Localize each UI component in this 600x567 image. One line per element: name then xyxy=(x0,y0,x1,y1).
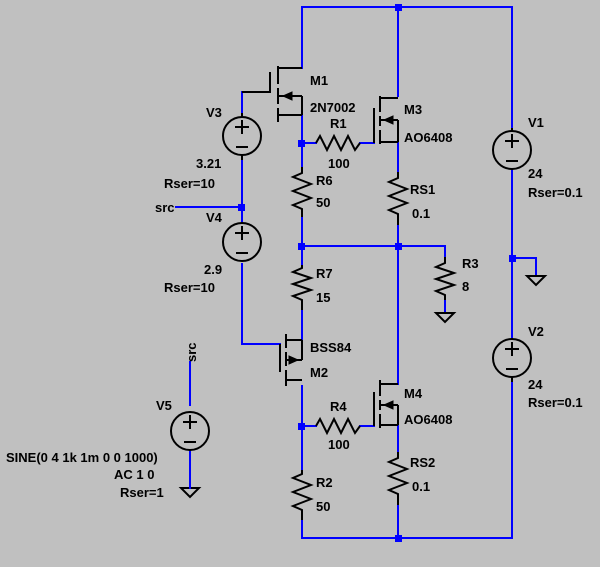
ground-symbol-mid xyxy=(524,275,548,287)
voltage-source-v3 xyxy=(222,113,262,160)
v4-value: 2.9 xyxy=(204,262,222,277)
mosfet-m1 xyxy=(242,66,303,122)
v1-rser: Rser=0.1 xyxy=(528,185,583,200)
r7-value: 15 xyxy=(316,290,330,305)
wires xyxy=(175,6,537,539)
v1-name: V1 xyxy=(528,115,544,130)
r7-name: R7 xyxy=(316,266,333,281)
m4-model: AO6408 xyxy=(404,412,452,427)
resistor-rs2 xyxy=(386,452,410,505)
v5-value: SINE(0 4 1k 1m 0 0 1000) xyxy=(6,450,158,465)
v4-rser: Rser=10 xyxy=(164,280,215,295)
ground-symbol-v5 xyxy=(178,487,202,499)
resistor-rs1 xyxy=(386,172,410,225)
rs1-name: RS1 xyxy=(410,182,435,197)
r6-value: 50 xyxy=(316,195,330,210)
v2-rser: Rser=0.1 xyxy=(528,395,583,410)
mosfet-m4 xyxy=(373,380,399,428)
resistor-r3 xyxy=(432,257,458,300)
voltage-source-v4 xyxy=(222,222,262,262)
ground-symbol-r3 xyxy=(433,312,457,324)
r3-value: 8 xyxy=(462,279,469,294)
resistor-r7 xyxy=(289,265,315,310)
m1-model: 2N7002 xyxy=(310,100,356,115)
m2-model: BSS84 xyxy=(310,340,352,355)
r3-name: R3 xyxy=(462,256,479,271)
v5-name: V5 xyxy=(156,398,172,413)
m2-name: M2 xyxy=(310,365,328,380)
r1-name: R1 xyxy=(330,116,347,131)
rs1-value: 0.1 xyxy=(412,206,430,221)
m3-model: AO6408 xyxy=(404,130,452,145)
junctions xyxy=(238,4,516,542)
v5-ac: AC 1 0 xyxy=(114,467,154,482)
resistor-r1 xyxy=(315,133,361,153)
rs2-value: 0.1 xyxy=(412,479,430,494)
v4-name: V4 xyxy=(206,210,223,225)
m4-name: M4 xyxy=(404,386,423,401)
resistor-r6 xyxy=(290,167,314,217)
v1-value: 24 xyxy=(528,166,543,181)
r4-value: 100 xyxy=(328,437,350,452)
resistor-r2 xyxy=(290,470,314,520)
v2-name: V2 xyxy=(528,324,544,339)
resistor-r4 xyxy=(315,416,361,436)
r1-value: 100 xyxy=(328,156,350,171)
mosfet-m2 xyxy=(279,334,303,386)
net-label-src: src xyxy=(155,200,175,215)
net-label-src-v5: src xyxy=(184,342,199,362)
r4-name: R4 xyxy=(330,399,347,414)
v3-value: 3.21 xyxy=(196,156,221,171)
voltage-source-v1 xyxy=(492,128,532,170)
v5-rser: Rser=1 xyxy=(120,485,164,500)
v2-value: 24 xyxy=(528,377,543,392)
r6-name: R6 xyxy=(316,173,333,188)
r2-name: R2 xyxy=(316,475,333,490)
voltage-source-v2 xyxy=(492,338,532,382)
v3-rser: Rser=10 xyxy=(164,176,215,191)
v3-name: V3 xyxy=(206,105,222,120)
m3-name: M3 xyxy=(404,102,422,117)
voltage-source-v5 xyxy=(170,411,210,451)
r2-value: 50 xyxy=(316,499,330,514)
rs2-name: RS2 xyxy=(410,455,435,470)
mosfet-m3 xyxy=(373,96,399,144)
m1-name: M1 xyxy=(310,73,328,88)
